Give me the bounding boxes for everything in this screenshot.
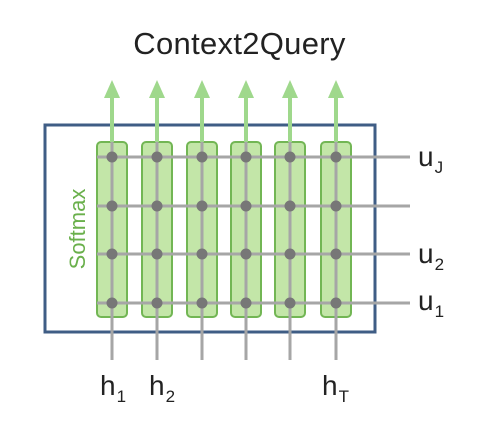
diagram-title: Context2Query xyxy=(133,26,346,61)
grid-node-2-1 xyxy=(151,151,163,163)
grid-node-4-2 xyxy=(240,200,252,212)
grid-node-3-3 xyxy=(196,248,208,260)
grid-node-4-3 xyxy=(240,248,252,260)
grid-node-1-3 xyxy=(106,248,118,260)
row-label-1: u1 xyxy=(418,285,445,321)
grid-node-4-4 xyxy=(240,297,252,309)
output-arrow-head-2 xyxy=(149,80,165,98)
output-arrow-head-3 xyxy=(194,80,210,98)
grid-node-6-4 xyxy=(330,297,342,309)
column-label-1: h1 xyxy=(100,370,127,406)
grid-node-5-1 xyxy=(284,151,296,163)
grid-node-3-4 xyxy=(196,297,208,309)
grid-node-2-4 xyxy=(151,297,163,309)
output-arrow-head-6 xyxy=(328,80,344,98)
grid-node-2-2 xyxy=(151,200,163,212)
grid-node-6-2 xyxy=(330,200,342,212)
grid-node-5-2 xyxy=(284,200,296,212)
grid-node-2-3 xyxy=(151,248,163,260)
softmax-label: Softmax xyxy=(65,188,90,270)
output-arrow-head-4 xyxy=(238,80,254,98)
grid-node-6-3 xyxy=(330,248,342,260)
grid-node-1-2 xyxy=(106,200,118,212)
grid-node-3-2 xyxy=(196,200,208,212)
grid-node-3-1 xyxy=(196,151,208,163)
grid-node-1-1 xyxy=(106,151,118,163)
row-label-J: uJ xyxy=(418,141,444,177)
grid-node-5-4 xyxy=(284,297,296,309)
grid-node-4-1 xyxy=(240,151,252,163)
row-label-2: u2 xyxy=(418,238,445,274)
output-arrow-head-1 xyxy=(104,80,120,98)
grid-node-5-3 xyxy=(284,248,296,260)
grid-node-1-4 xyxy=(106,297,118,309)
softmax-box xyxy=(43,123,377,334)
output-arrow-head-5 xyxy=(282,80,298,98)
grid-node-6-1 xyxy=(330,151,342,163)
column-label-T: hT xyxy=(322,370,349,406)
column-label-2: h2 xyxy=(149,370,176,406)
